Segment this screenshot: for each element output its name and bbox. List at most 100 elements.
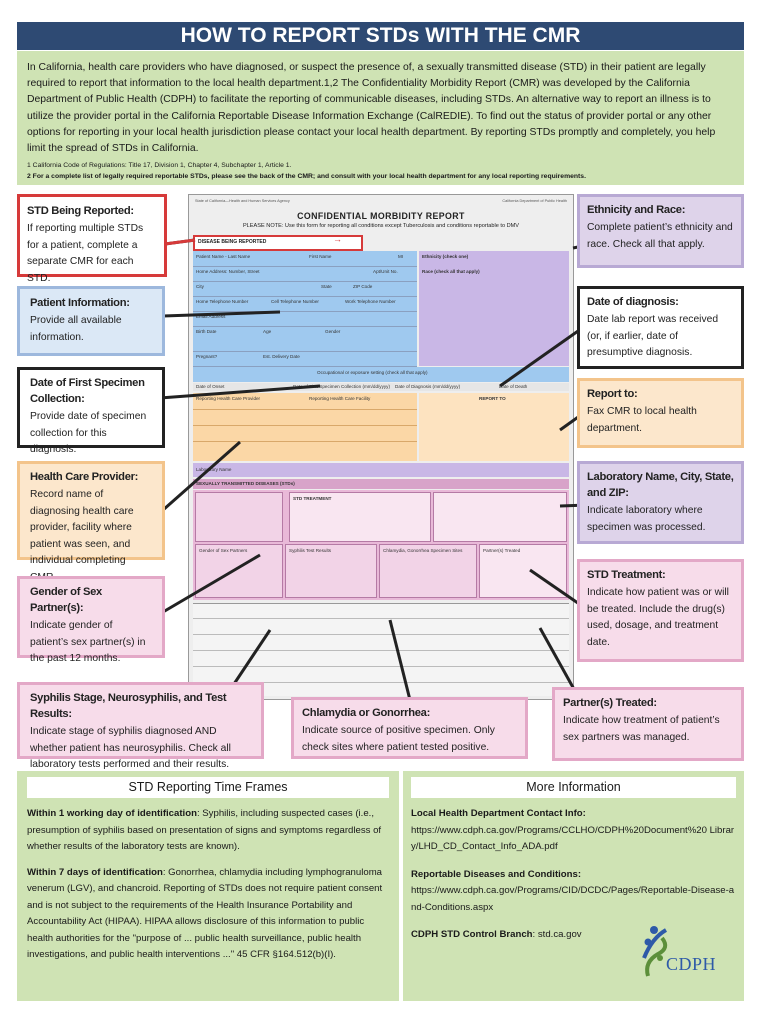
- branch-link[interactable]: : std.ca.gov: [532, 929, 582, 940]
- callout-report-to-title: Report to:: [587, 388, 638, 400]
- form-email: Email Address: [196, 314, 226, 319]
- form-gender: Gender: [325, 329, 341, 334]
- form-city: City: [196, 284, 204, 289]
- form-reporting-facility: Reporting Health Care Facility: [309, 396, 371, 401]
- dates-row: Date of Onset Date of First Specimen Col…: [193, 383, 569, 391]
- callout-date-first-specimen: Date of First Specimen Collection: Provi…: [17, 367, 165, 455]
- reportable-info: Reportable Diseases and Conditions:https…: [411, 867, 736, 917]
- branch-label: CDPH STD Control Branch: [411, 929, 533, 940]
- callout-laboratory-text: Indicate laboratory where specimen was p…: [587, 505, 706, 533]
- arrow-right-icon: →: [333, 234, 342, 244]
- cdph-logo-mark: [642, 926, 668, 977]
- time-frames-heading: STD Reporting Time Frames: [27, 777, 389, 798]
- lab-row: Laboratory Name: [193, 463, 569, 477]
- form-pregnant: Pregnant?: [196, 354, 218, 359]
- callout-gender-sex-partners-text: Indicate gender of patient’s sex partner…: [30, 620, 146, 664]
- contact-info: Local Health Department Contact Info:htt…: [411, 806, 736, 856]
- cmr-form-image: State of California—Health and Human Ser…: [188, 194, 574, 700]
- form-ethnicity: Ethnicity (check one): [422, 254, 469, 259]
- callout-chlamydia-gonorrhea-text: Indicate source of positive specimen. On…: [302, 725, 495, 753]
- form-occupational-setting: Occupational or exposure setting (check …: [317, 370, 428, 375]
- callout-patient-information-title: Patient Information:: [30, 297, 130, 309]
- form-mi: MI: [398, 254, 404, 259]
- callout-laboratory: Laboratory Name, City, State, and ZIP: I…: [577, 461, 744, 544]
- callout-std-treatment-text: Indicate how patient was or will be trea…: [587, 587, 729, 648]
- more-info-heading: More Information: [411, 777, 736, 798]
- intro-paragraph: In California, health care providers who…: [27, 62, 716, 155]
- form-date-death: Date of Death: [499, 384, 528, 389]
- form-work-phone: Work Telephone Number: [345, 299, 396, 304]
- callout-ethnicity-race-title: Ethnicity and Race:: [587, 204, 686, 216]
- time-frame-2: Within 7 days of identification: Gonorrh…: [27, 865, 389, 964]
- callout-health-care-provider-text: Record name of diagnosing health care pr…: [30, 489, 134, 583]
- form-report-to: REPORT TO: [479, 396, 506, 401]
- form-address: Home Address: Number, Street: [196, 269, 260, 274]
- callout-laboratory-title: Laboratory Name, City, State, and ZIP:: [587, 471, 734, 499]
- callout-date-diagnosis-text: Date lab report was received (or, if ear…: [587, 314, 719, 358]
- cdph-logo: CDPH: [640, 918, 720, 984]
- branch-info: CDPH STD Control Branch: std.ca.gov: [411, 927, 736, 944]
- form-std-treatment: STD TREATMENT: [293, 496, 332, 501]
- callout-date-first-specimen-title: Date of First Specimen Collection:: [30, 377, 145, 405]
- disease-label: DISEASE BEING REPORTED: [198, 239, 267, 245]
- form-first-name: First Name: [309, 254, 332, 259]
- form-date-diagnosis: Date of Diagnosis (mm/dd/yyyy): [395, 384, 461, 389]
- callout-report-to: Report to: Fax CMR to local health depar…: [577, 378, 744, 448]
- disease-field: DISEASE BEING REPORTED →: [193, 235, 363, 251]
- footnote-1: 1 California Code of Regulations: Title …: [27, 162, 292, 170]
- callout-partners-treated-title: Partner(s) Treated:: [563, 697, 657, 709]
- form-date-onset: Date of Onset: [196, 384, 225, 389]
- form-header-right: California Department of Public Health: [502, 199, 567, 203]
- callout-std-treatment-title: STD Treatment:: [587, 569, 666, 581]
- callout-report-to-text: Fax CMR to local health department.: [587, 406, 697, 434]
- callout-syphilis-stage: Syphilis Stage, Neurosyphilis, and Test …: [17, 682, 264, 770]
- cdph-logo-text: CDPH: [666, 954, 717, 974]
- std-section: STD TREATMENT Gender of Sex Partners Syp…: [193, 490, 569, 600]
- form-race: Race (check all that apply): [422, 269, 480, 274]
- callout-ethnicity-race-text: Complete patient’s ethnicity and race. C…: [587, 222, 733, 250]
- callout-std-treatment: STD Treatment: Indicate how patient was …: [577, 559, 744, 662]
- form-home-phone: Home Telephone Number: [196, 299, 249, 304]
- callout-gender-sex-partners-title: Gender of Sex Partner(s):: [30, 586, 102, 614]
- time-frame-2-label: Within 7 days of identification: [27, 866, 163, 878]
- form-patient-name: Patient Name - Last Name: [196, 254, 251, 259]
- callout-chlamydia-gonorrhea: Chlamydia or Gonorrhea: Indicate source …: [291, 697, 528, 759]
- callout-syphilis-stage-text: Indicate stage of syphilis diagnosed AND…: [30, 726, 231, 770]
- form-partners-treated: Partner(s) Treated: [483, 548, 521, 553]
- callout-date-first-specimen-text: Provide date of specimen collection for …: [30, 411, 147, 455]
- callout-partners-treated-text: Indicate how treatment of patient’s sex …: [563, 715, 720, 743]
- time-frames-panel: STD Reporting Time Frames Within 1 worki…: [17, 771, 399, 1001]
- callout-date-diagnosis-title: Date of diagnosis:: [587, 296, 679, 308]
- callout-std-being-reported: STD Being Reported: If reporting multipl…: [17, 194, 167, 284]
- form-chlamydia: Chlamydia, Gonorrhea Specimen Sites: [383, 548, 463, 553]
- time-frame-2-text: : Gonorrhea, chlamydia including lymphog…: [27, 866, 383, 961]
- form-date-first-specimen: Date of First Specimen Collection (mm/dd…: [293, 384, 391, 389]
- page-title: HOW TO REPORT STDs WITH THE CMR: [17, 22, 744, 50]
- intro-panel: In California, health care providers who…: [17, 51, 744, 185]
- form-reporting-provider: Reporting Health Care Provider: [196, 396, 261, 401]
- form-header-left: State of California—Health and Human Ser…: [195, 199, 290, 203]
- time-frame-1-text: : Syphilis, including suspected cases (i…: [27, 808, 382, 852]
- form-est-delivery: Est. Delivery Date: [263, 354, 300, 359]
- time-frame-1-label: Within 1 working day of identification: [27, 808, 197, 819]
- reportable-link[interactable]: https://www.cdph.ca.gov/Programs/CID/DCD…: [411, 885, 735, 913]
- callout-gender-sex-partners: Gender of Sex Partner(s): Indicate gende…: [17, 576, 165, 664]
- callout-patient-information: Patient Information: Provide all availab…: [17, 286, 165, 356]
- occupational-setting: Occupational or exposure setting (check …: [193, 367, 569, 382]
- form-laboratory-name: Laboratory Name: [196, 467, 232, 472]
- form-gender-partner: Gender of Sex Partners: [199, 548, 248, 553]
- form-cell-phone: Cell Telephone Number: [271, 299, 319, 304]
- footnote-2: 2 For a complete list of legally require…: [27, 173, 586, 181]
- callout-partners-treated: Partner(s) Treated: Indicate how treatme…: [552, 687, 744, 761]
- form-title: CONFIDENTIAL MORBIDITY REPORT: [297, 211, 465, 221]
- form-syphilis: Syphilis Test Results: [289, 548, 332, 553]
- form-birth-date: Birth Date: [196, 329, 217, 334]
- more-info-panel: More Information Local Health Department…: [403, 771, 744, 1001]
- patient-section: Patient Name - Last Name First Name MI H…: [193, 251, 417, 382]
- callout-std-being-reported-title: STD Being Reported:: [27, 205, 134, 217]
- std-section-header: SEXUALLY TRANSMITTED DISEASES (STDs): [193, 479, 569, 489]
- form-state: State: [321, 284, 332, 289]
- form-zip: ZIP Code: [353, 284, 373, 289]
- contact-link[interactable]: https://www.cdph.ca.gov/Programs/CCLHO/C…: [411, 824, 735, 853]
